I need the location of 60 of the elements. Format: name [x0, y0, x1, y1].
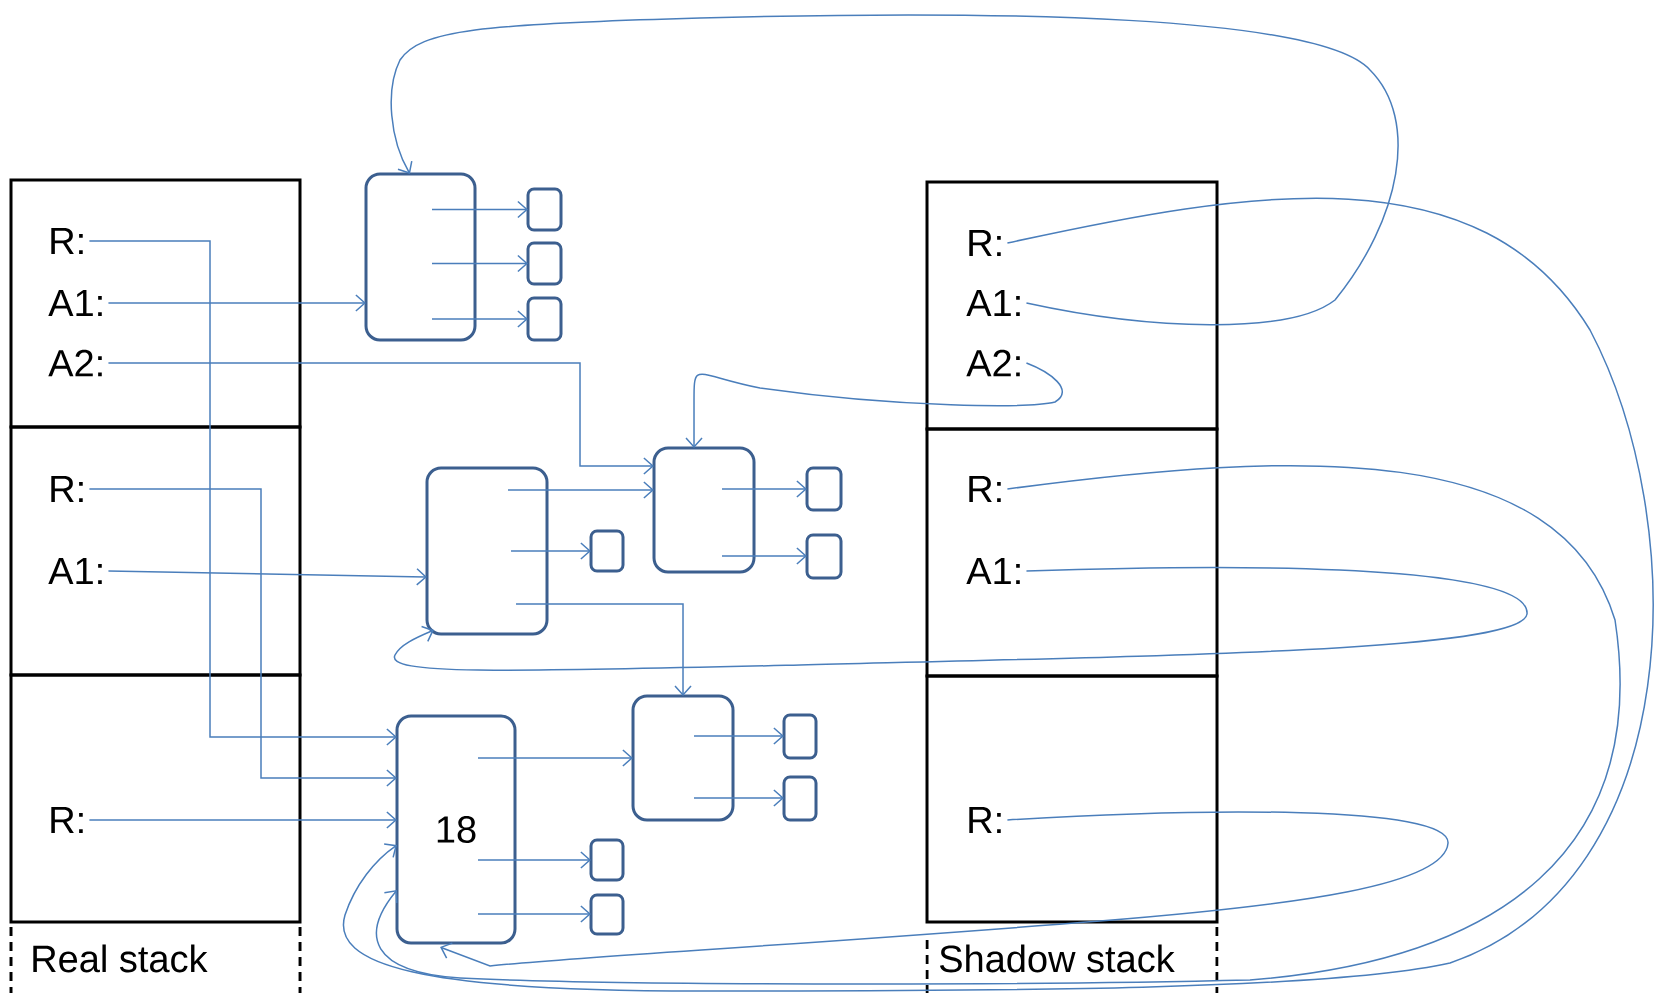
arrow [507, 481, 654, 499]
arrow [107, 568, 427, 586]
stack-frame [925, 180, 1219, 431]
arrow [342, 197, 1654, 992]
arrow [685, 362, 1064, 448]
field-box [805, 466, 843, 512]
field-box [526, 187, 563, 232]
field-label: A1: [966, 557, 1020, 585]
arrow [721, 480, 807, 498]
field-box [805, 533, 843, 580]
arrow [375, 464, 1621, 985]
arrow [107, 362, 654, 475]
field-label: A1: [48, 289, 102, 317]
arrow [693, 727, 784, 745]
arrow [477, 905, 591, 923]
field-label: R: [51, 227, 83, 255]
field-label: R: [969, 229, 1001, 257]
arrow [721, 547, 807, 565]
field-label: A2: [966, 349, 1020, 377]
field-label: R: [51, 806, 83, 834]
arrow [88, 240, 397, 746]
arrow [431, 254, 528, 273]
field-label: R: [969, 475, 1001, 503]
stack-label: Real stack [33, 944, 208, 973]
field-box [782, 713, 818, 760]
arrow [693, 789, 784, 807]
field-label: R: [51, 475, 83, 503]
field-label: A2: [48, 349, 102, 377]
object-box [652, 446, 756, 574]
arrow [515, 603, 692, 696]
arrow [431, 200, 528, 219]
arrow [88, 811, 397, 829]
stack-frame [9, 178, 302, 429]
stack-frame [925, 674, 1219, 924]
object-box: 18 [395, 714, 517, 945]
field-box [589, 893, 625, 936]
arrow [477, 851, 591, 869]
arrow [440, 811, 1449, 967]
stack-frame [9, 673, 302, 924]
object-box [425, 466, 549, 636]
arrow [510, 542, 591, 560]
arrow [390, 14, 1399, 326]
field-label: R: [969, 806, 1001, 834]
object-box [631, 694, 735, 822]
arrow [431, 310, 528, 328]
field-box [782, 775, 818, 822]
stack-frame [9, 425, 302, 677]
field-box [589, 838, 625, 882]
field-label: A1: [966, 289, 1020, 317]
arrow [394, 566, 1528, 672]
arrow [477, 749, 633, 767]
arrow [107, 294, 366, 312]
field-box [526, 241, 563, 286]
stack-frame [925, 427, 1219, 678]
field-box [526, 296, 563, 342]
field-box [589, 529, 625, 573]
object-box [364, 172, 477, 342]
field-label: A1: [48, 557, 102, 585]
stack-label: Shadow stack [939, 944, 1175, 973]
arrow [88, 488, 397, 787]
